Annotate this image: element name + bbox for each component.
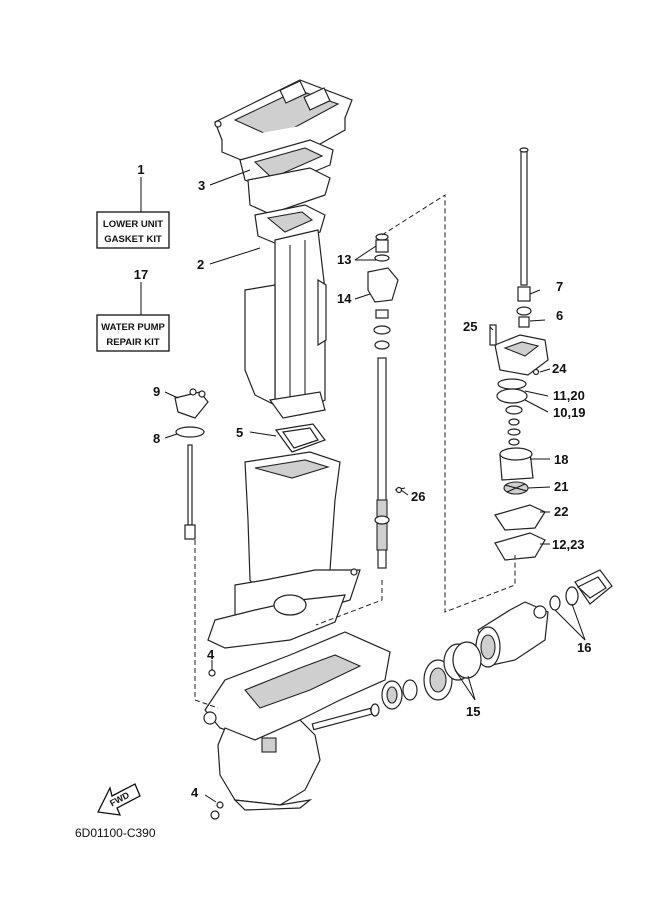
- exhaust-guide: [244, 229, 327, 419]
- gears-and-bearings: [208, 641, 482, 820]
- callout-12-23: 12,23: [552, 537, 585, 552]
- drive-shaft-housing: [207, 451, 361, 649]
- callout-6: 6: [556, 308, 563, 323]
- callout-25: 25: [463, 319, 477, 334]
- callout-14: 14: [337, 291, 352, 306]
- callout-4-lower: 4: [191, 785, 199, 800]
- water-pump-assembly: [489, 147, 549, 561]
- callout-9: 9: [153, 384, 160, 399]
- kit-1-line2: GASKET KIT: [104, 234, 162, 245]
- callout-labels: 3 2 5 9 8 13 14 7 6 25 24 11,20 10,19 18…: [153, 178, 591, 800]
- callout-10-19: 10,19: [553, 405, 586, 420]
- callout-3: 3: [198, 178, 205, 193]
- callout-17: 17: [134, 267, 148, 282]
- kit-17-line2: REPAIR KIT: [106, 337, 159, 348]
- forward-arrow-icon: FWD: [97, 783, 141, 816]
- callout-5: 5: [236, 425, 243, 440]
- callout-18: 18: [554, 452, 568, 467]
- kit-1-line1: LOWER UNIT: [103, 219, 163, 230]
- drive-shaft: [367, 233, 406, 569]
- water-pump-repair-kit: WATER PUMP REPAIR KIT 17: [96, 267, 170, 352]
- callout-11-20: 11,20: [553, 388, 585, 403]
- propeller-shaft-housing: [475, 569, 613, 668]
- gasket-stack: [239, 139, 334, 247]
- callout-21: 21: [554, 479, 568, 494]
- callout-22: 22: [554, 504, 568, 519]
- callout-16: 16: [577, 640, 591, 655]
- drawing-code: 6D01100-C390: [75, 826, 156, 840]
- callout-13: 13: [337, 252, 351, 267]
- exhaust-gasket: [274, 423, 326, 453]
- callout-24: 24: [552, 361, 567, 376]
- gear-case: [203, 631, 391, 811]
- assembly-guide-lines: [194, 194, 516, 709]
- kit-17-line1: WATER PUMP: [101, 322, 165, 333]
- cooling-water-parts: [174, 388, 209, 540]
- callout-2: 2: [197, 257, 204, 272]
- callout-4-upper: 4: [207, 647, 215, 662]
- lower-unit-gasket-kit: LOWER UNIT GASKET KIT 1: [96, 162, 170, 249]
- impeller: [503, 481, 529, 495]
- callout-8: 8: [153, 431, 160, 446]
- callout-26: 26: [411, 489, 425, 504]
- callout-1: 1: [137, 162, 144, 177]
- callout-15: 15: [466, 704, 480, 719]
- callout-7: 7: [556, 279, 563, 294]
- callout-leaders: [164, 169, 586, 803]
